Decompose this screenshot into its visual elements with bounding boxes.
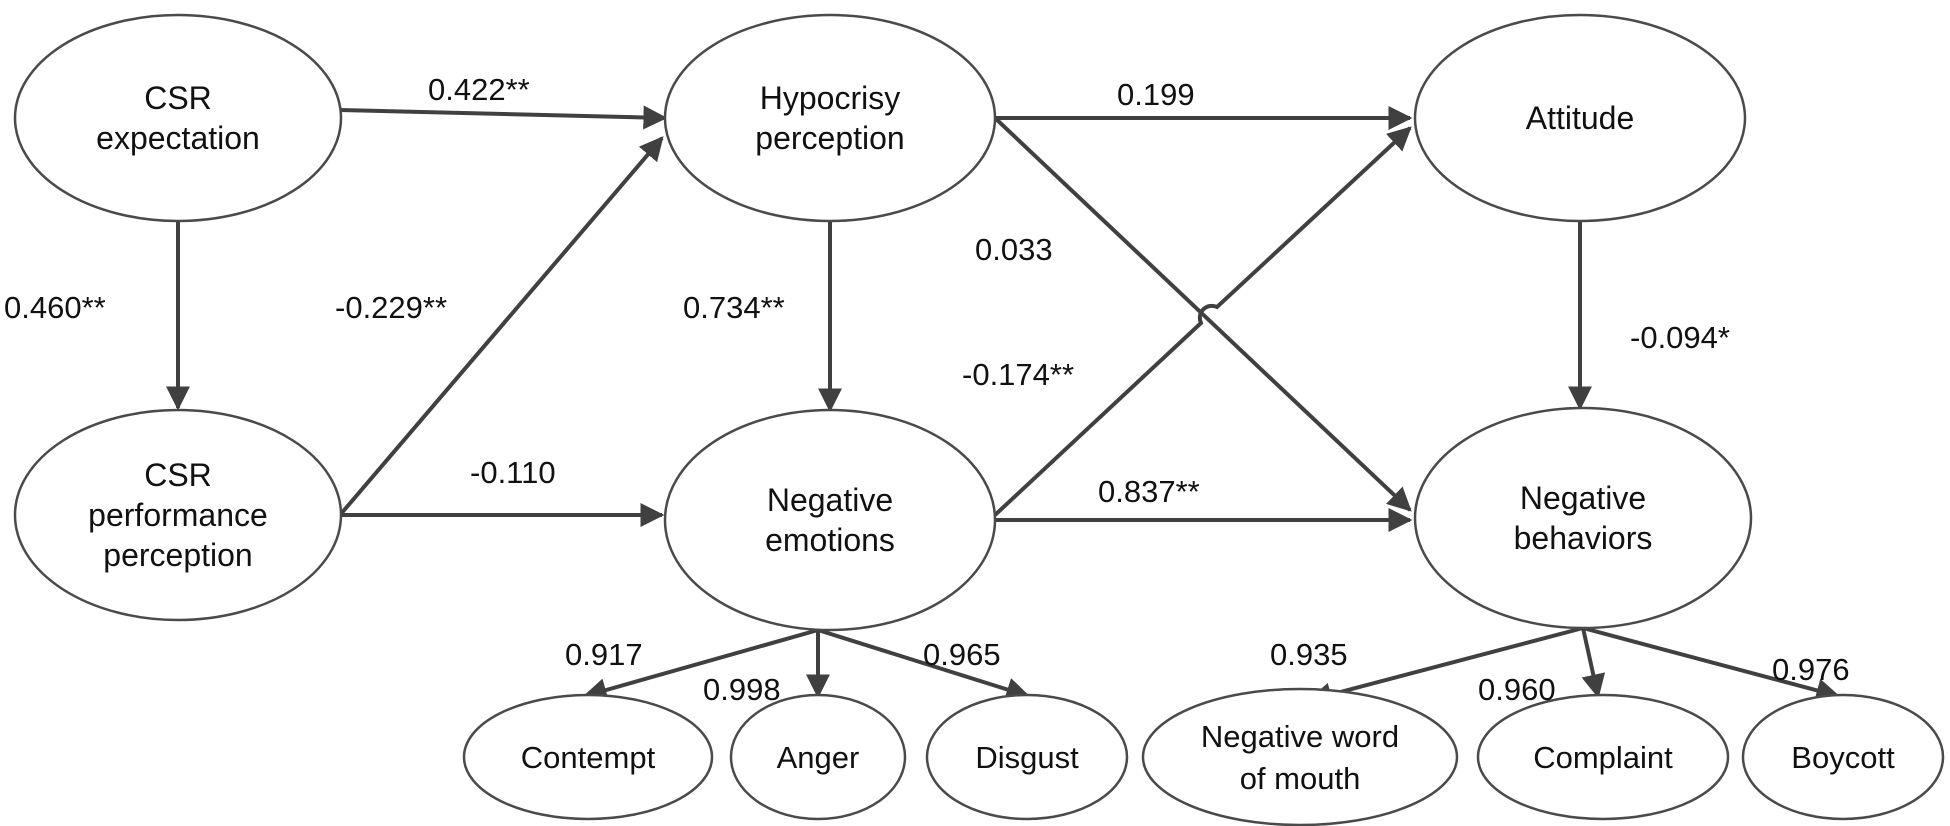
coef-hyp-to-beh: 0.033 <box>975 232 1053 267</box>
coef-beh-to-wom: 0.935 <box>1270 637 1348 672</box>
edge-beh-to-wom <box>1307 626 1584 707</box>
node-label: Hypocrisy perception <box>755 80 904 156</box>
node-boycott: Boycott <box>1741 693 1945 821</box>
node-label-line: CSR <box>144 80 212 116</box>
node-label-line: Anger <box>777 740 860 775</box>
node-label: Contempt <box>521 740 656 775</box>
coef-hyp-to-emo: 0.734** <box>683 290 785 325</box>
node-label: Negative behaviors <box>1514 480 1653 556</box>
edge-beh-to-boycott <box>1582 626 1841 703</box>
coef-emo-to-anger: 0.998 <box>703 672 781 707</box>
node-label: Negative word of mouth <box>1201 719 1399 796</box>
node-label: Complaint <box>1533 740 1673 775</box>
node-attitude: Attitude <box>1413 13 1747 223</box>
coef-emo-to-att: -0.174** <box>962 357 1074 392</box>
node-label-line: perception <box>103 537 252 573</box>
coef-perf-to-emo: -0.110 <box>470 455 556 490</box>
node-label: Disgust <box>975 740 1079 775</box>
node-label-line: Attitude <box>1526 100 1635 136</box>
edge-emo-to-att <box>993 126 1412 517</box>
node-csr-expectation: CSR expectation <box>13 13 343 223</box>
node-label: Attitude <box>1526 100 1635 136</box>
node-label-line: Negative <box>767 482 893 518</box>
coef-emo-to-beh: 0.837** <box>1098 474 1200 509</box>
node-contempt: Contempt <box>462 693 714 821</box>
node-label-line: CSR <box>144 457 212 493</box>
node-negative-behaviors: Negative behaviors <box>1413 406 1753 630</box>
coef-emo-to-disgust: 0.965 <box>923 637 1001 672</box>
node-csr-performance-perception: CSR performance perception <box>13 408 343 622</box>
edge-perf-to-hyp <box>338 136 664 517</box>
node-label: Anger <box>777 740 860 775</box>
coef-emo-to-contempt: 0.917 <box>565 637 643 672</box>
edge-hyp-to-beh <box>993 116 1412 512</box>
node-label-line: perception <box>755 120 904 156</box>
node-anger: Anger <box>729 693 907 821</box>
node-label-line: of mouth <box>1240 761 1361 796</box>
edge-beh-to-complaint <box>1581 627 1606 699</box>
coef-exp-to-hyp: 0.422** <box>428 72 530 107</box>
node-label: Negative emotions <box>765 482 895 558</box>
node-label-line: Hypocrisy <box>760 80 900 116</box>
coef-beh-to-complaint: 0.960 <box>1478 672 1556 707</box>
node-negative-word-of-mouth: Negative word of mouth <box>1141 687 1459 826</box>
node-label-line: Disgust <box>975 740 1079 775</box>
node-label-line: Boycott <box>1791 740 1895 775</box>
node-label: Boycott <box>1791 740 1895 775</box>
node-label-line: expectation <box>96 120 260 156</box>
edge-exp-to-hyp <box>339 105 668 130</box>
node-label-line: performance <box>88 497 268 533</box>
node-negative-emotions: Negative emotions <box>663 408 997 632</box>
node-disgust: Disgust <box>925 693 1129 821</box>
coef-perf-to-hyp: -0.229** <box>335 290 447 325</box>
node-label-line: Negative word <box>1201 719 1399 754</box>
node-hypocrisy-perception: Hypocrisy perception <box>663 13 997 223</box>
coef-exp-to-perf: 0.460** <box>4 290 106 325</box>
coef-hyp-to-att: 0.199 <box>1117 77 1195 112</box>
coef-att-to-beh: -0.094* <box>1630 320 1730 355</box>
node-label-line: Contempt <box>521 740 656 775</box>
edge-emo-to-disgust <box>817 628 1031 701</box>
node-label-line: Complaint <box>1533 740 1673 775</box>
node-label-line: behaviors <box>1514 520 1653 556</box>
node-label: CSR performance perception <box>88 457 268 573</box>
node-label-line: Negative <box>1520 480 1646 516</box>
edge-emo-to-contempt <box>582 628 819 702</box>
node-label: CSR expectation <box>96 80 260 156</box>
node-complaint: Complaint <box>1476 693 1730 821</box>
node-label-line: emotions <box>765 522 895 558</box>
coef-beh-to-boycott: 0.976 <box>1772 652 1850 687</box>
